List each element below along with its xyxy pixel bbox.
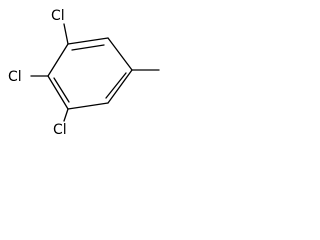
double-bond-inner-3 — [53, 77, 70, 103]
ring-bond-6 — [47, 43, 69, 77]
ring-bond-3 — [107, 69, 133, 104]
atom-labels: Cl Cl Cl — [8, 8, 67, 138]
substituent-bonds — [30, 23, 160, 122]
double-bond-inner-2 — [105, 72, 127, 99]
cl-top-bond — [63, 23, 69, 45]
cl-top-label: Cl — [51, 8, 65, 24]
benzene-ring — [47, 37, 133, 110]
ring-bond-5 — [47, 75, 69, 110]
double-bond-inner-1 — [71, 44, 105, 51]
cl-bottom-label: Cl — [53, 122, 67, 138]
ring-bond-2 — [107, 37, 133, 71]
cl-bottom-bond — [63, 108, 69, 122]
structure-diagram: Cl Cl Cl — [8, 8, 160, 138]
cl-middle-label: Cl — [8, 69, 22, 85]
ring-bond-4 — [67, 102, 109, 110]
ring-bond-1 — [67, 37, 109, 45]
